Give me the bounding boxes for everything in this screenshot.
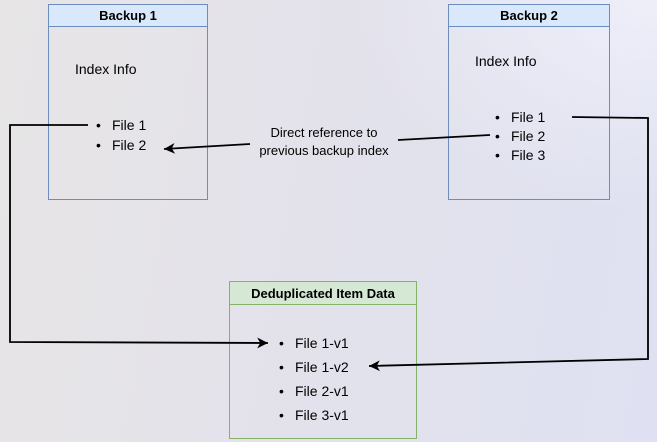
bullet-icon: • [279, 383, 284, 399]
backup2-header: Backup 2 [449, 5, 609, 27]
backup1-header: Backup 1 [49, 5, 207, 27]
file-label: File 1 [112, 117, 147, 133]
file-label: File 1-v1 [295, 335, 349, 351]
backup2-box: Backup 2 [448, 4, 610, 200]
file-label: File 3 [511, 146, 546, 163]
file-label: File 2 [511, 127, 546, 144]
list-item: • File 1 [96, 115, 146, 135]
file-label: File 2 [112, 137, 147, 153]
file-label: File 1-v2 [295, 359, 349, 375]
dedup-header: Deduplicated Item Data [230, 282, 416, 305]
annotation-line2: previous backup index [259, 143, 389, 158]
list-item: • File 2-v1 [279, 379, 349, 403]
list-item: • File 1-v2 [279, 355, 349, 379]
list-item: • File 1 [495, 107, 545, 126]
bullet-icon: • [495, 127, 500, 144]
dedup-file-list: • File 1-v1 • File 1-v2 • File 2-v1 • Fi… [279, 331, 349, 427]
direct-reference-annotation: Direct reference to previous backup inde… [226, 124, 422, 160]
dedup-title: Deduplicated Item Data [251, 285, 395, 301]
bullet-icon: • [279, 359, 284, 375]
bullet-icon: • [279, 335, 284, 351]
backup1-subtitle: Index Info [75, 61, 137, 77]
list-item: • File 3-v1 [279, 403, 349, 427]
bullet-icon: • [96, 137, 101, 153]
list-item: • File 2 [96, 135, 146, 155]
list-item: • File 2 [495, 126, 545, 145]
file-label: File 2-v1 [295, 383, 349, 399]
backup1-title: Backup 1 [99, 8, 157, 23]
backup1-file-list: • File 1 • File 2 [96, 115, 146, 155]
bullet-icon: • [495, 146, 500, 163]
bullet-icon: • [279, 407, 284, 423]
list-item: • File 1-v1 [279, 331, 349, 355]
annotation-line1: Direct reference to [270, 125, 378, 140]
file-label: File 3-v1 [295, 407, 349, 423]
bullet-icon: • [495, 108, 500, 125]
file-label: File 1 [511, 108, 546, 125]
backup2-file-list: • File 1 • File 2 • File 3 [495, 107, 545, 164]
backup2-subtitle: Index Info [475, 53, 537, 69]
backup2-title: Backup 2 [500, 8, 558, 23]
bullet-icon: • [96, 117, 101, 133]
list-item: • File 3 [495, 145, 545, 164]
backup1-box: Backup 1 [48, 4, 208, 200]
